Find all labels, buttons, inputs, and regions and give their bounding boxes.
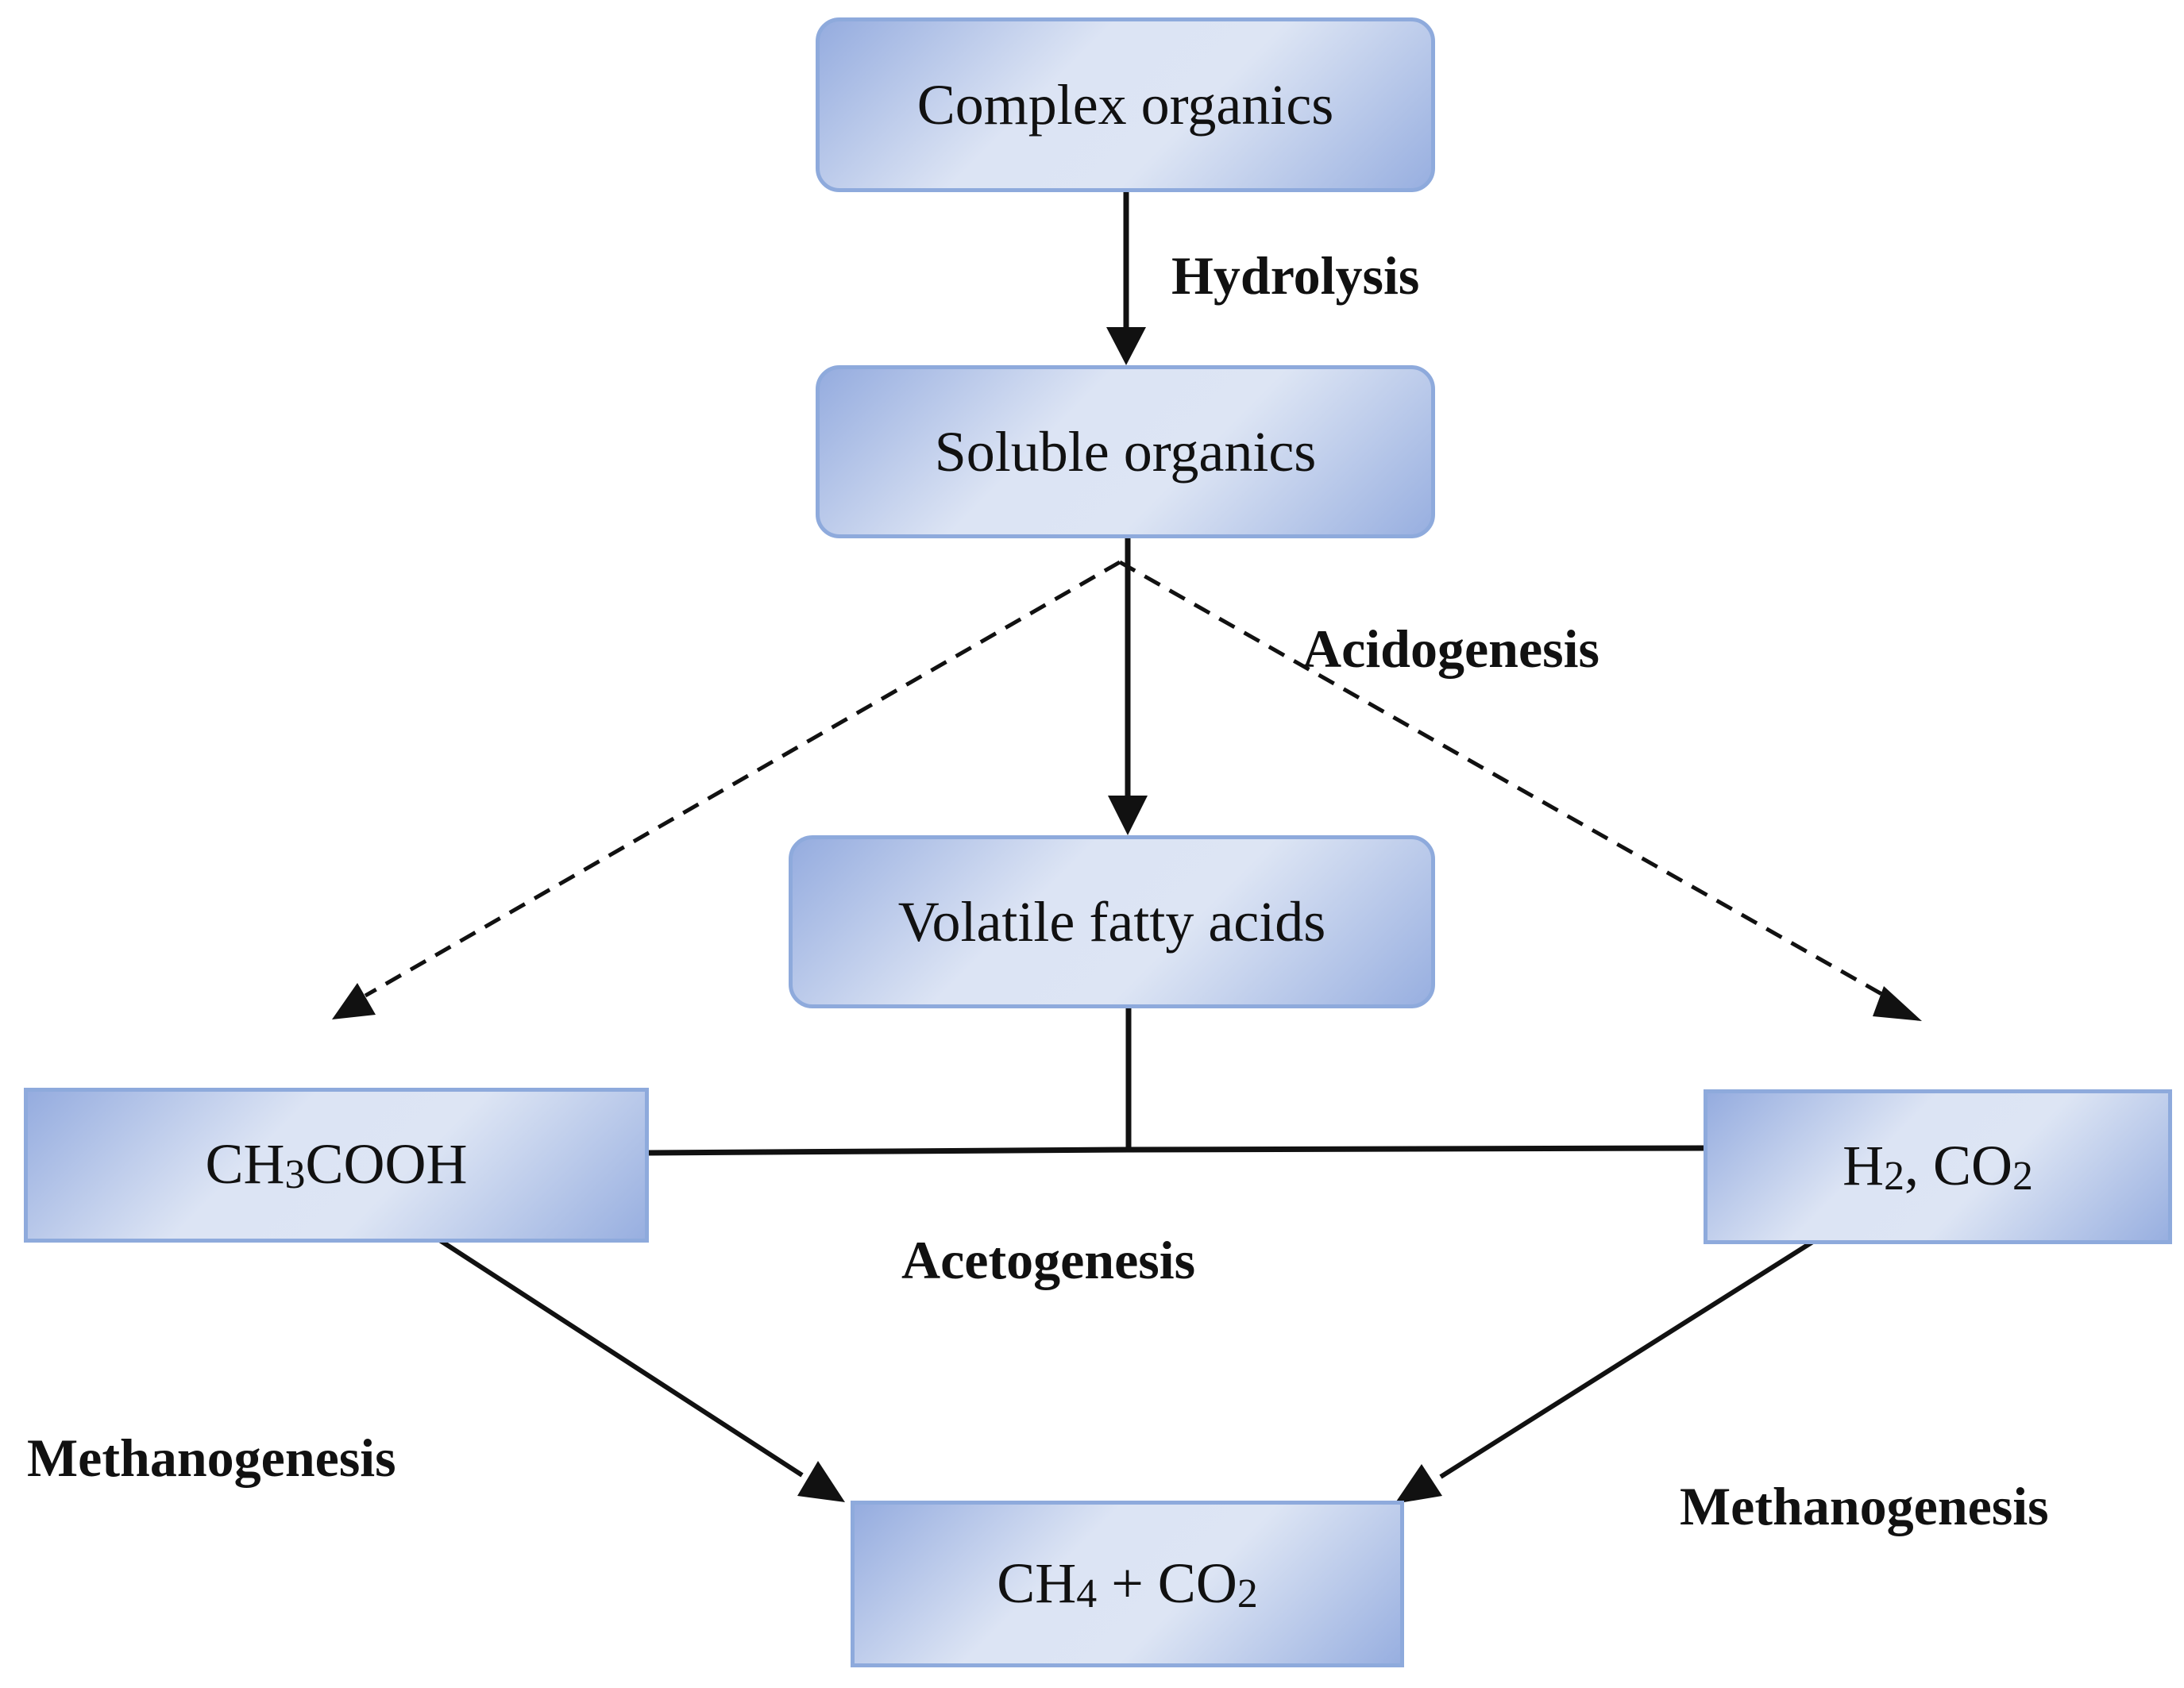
acetogenesis-right-line [1128, 1145, 1704, 1153]
methanogenesis-right-arrowhead [1395, 1464, 1442, 1504]
node-complex-organics-label: Complex organics [916, 72, 1334, 137]
node-complex-organics: Complex organics [816, 17, 1435, 192]
stage-label-methanogenesis-right: Methanogenesis [1680, 1476, 2049, 1536]
node-acetic-acid: CH3COOH [24, 1088, 649, 1243]
node-hydrogen-co2: H2, CO2 [1704, 1089, 2172, 1244]
node-soluble-organics: Soluble organics [816, 365, 1435, 538]
stage-label-acetogenesis: Acetogenesis [901, 1230, 1196, 1290]
node-acetic-acid-label: CH3COOH [205, 1132, 468, 1198]
dashed-left-arrowhead [332, 983, 376, 1019]
dashed-right-arrowhead [1873, 986, 1922, 1021]
hydrolysis-arrowhead [1106, 327, 1146, 365]
node-methane-co2-label: CH4 + CO2 [997, 1551, 1258, 1617]
stage-label-methanogenesis-left: Methanogenesis [27, 1428, 396, 1488]
node-hydrogen-co2-label: H2, CO2 [1843, 1134, 2033, 1200]
stage-label-acidogenesis: Acidogenesis [1302, 619, 1599, 679]
dashed-arrow-left [364, 560, 1121, 998]
methanogenesis-left-arrowhead [797, 1461, 845, 1502]
node-soluble-organics-label: Soluble organics [934, 419, 1317, 484]
stage-label-hydrolysis: Hydrolysis [1171, 245, 1420, 306]
dashed-arrow-right [1118, 560, 1892, 1001]
acidogenesis-arrowhead [1108, 796, 1148, 835]
node-methane-co2: CH4 + CO2 [851, 1501, 1404, 1667]
acetogenesis-left-line [648, 1147, 1129, 1156]
node-volatile-fatty-acids: Volatile fatty acids [789, 835, 1435, 1008]
node-volatile-fatty-acids-label: Volatile fatty acids [897, 889, 1326, 954]
